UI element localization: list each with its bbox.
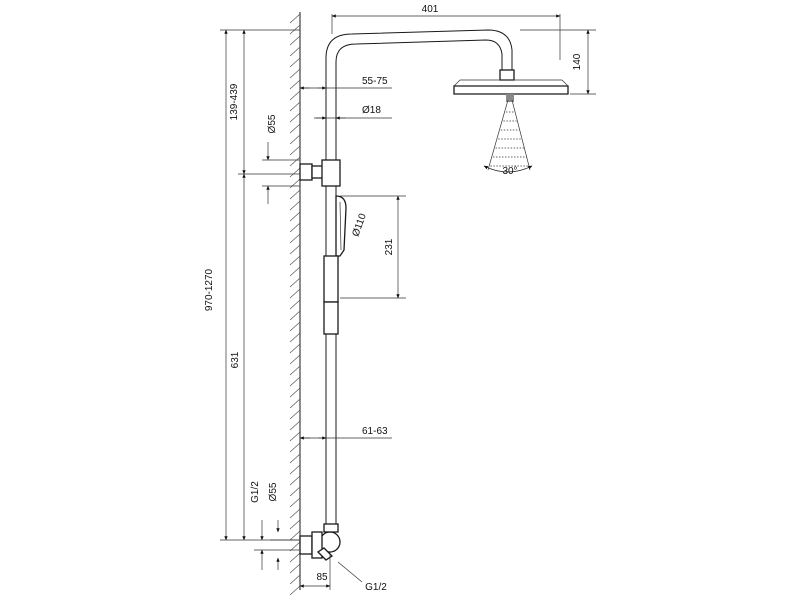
hatch-line (289, 497, 301, 508)
hatch-line (289, 453, 301, 464)
label-head-height: 140 (572, 53, 583, 70)
hatch-line (289, 464, 301, 475)
shower-head (453, 69, 569, 102)
hatch-line (289, 112, 301, 123)
hatch-line (289, 431, 301, 442)
label-arm-length: 401 (422, 4, 439, 15)
hatch-line (289, 68, 301, 79)
label-thread-left: G1/2 (250, 481, 261, 503)
hatch-line (289, 508, 301, 519)
hatch-line (289, 563, 301, 574)
label-spray-angle: 30° (502, 166, 517, 177)
hatch-line (289, 376, 301, 387)
label-bracket-diameter-bottom: Ø55 (268, 482, 279, 501)
hatch-line (289, 519, 301, 530)
hatch-line (289, 101, 301, 112)
shower-arm (325, 29, 513, 80)
hatch-line (289, 475, 301, 486)
hatch-line (289, 266, 301, 277)
hatch-line (289, 409, 301, 420)
hatch-line (289, 145, 301, 156)
hatch-line (289, 211, 301, 222)
hatch-line (289, 178, 301, 189)
dimension-lines (220, 14, 596, 590)
hatch-line (289, 46, 301, 57)
hatch-line (289, 13, 301, 24)
label-hand-shower-diameter: Ø110 (350, 212, 369, 238)
hatch-line (289, 156, 301, 167)
hatch-line (289, 24, 301, 35)
label-wall-offset-bottom: 61-63 (362, 426, 388, 437)
spray-cone (483, 99, 533, 173)
label-bottom-offset: 85 (316, 572, 328, 583)
label-top-range: 139-439 (229, 83, 240, 120)
wall-hatching (289, 13, 301, 596)
hatch-line (289, 585, 301, 596)
hatch-line (289, 233, 301, 244)
label-bracket-diameter-top: Ø55 (267, 114, 278, 133)
hatch-line (289, 79, 301, 90)
hatch-line (289, 354, 301, 365)
hatch-line (289, 387, 301, 398)
hatch-line (289, 420, 301, 431)
hatch-line (289, 321, 301, 332)
hatch-line (289, 288, 301, 299)
hatch-line (289, 200, 301, 211)
hatch-line (289, 541, 301, 552)
hatch-line (289, 486, 301, 497)
label-lower-length: 631 (230, 351, 241, 368)
label-total-height: 970-1270 (204, 268, 215, 311)
hatch-line (289, 255, 301, 266)
hatch-line (289, 332, 301, 343)
hatch-line (289, 530, 301, 541)
hand-shower (323, 195, 347, 335)
wall (289, 12, 301, 596)
hatch-line (289, 574, 301, 585)
hatch-line (289, 299, 301, 310)
hatch-line (289, 277, 301, 288)
lower-valve (254, 523, 341, 561)
hatch-line (289, 244, 301, 255)
hatch-line (289, 365, 301, 376)
hatch-line (289, 57, 301, 68)
label-wall-offset-top: 55-75 (362, 76, 388, 87)
hatch-line (289, 552, 301, 563)
upper-wall-bracket (238, 159, 341, 187)
label-thread-bottom: G1/2 (365, 582, 387, 593)
hatch-line (289, 189, 301, 200)
label-pipe-diameter: Ø18 (362, 105, 381, 116)
hatch-line (289, 343, 301, 354)
hatch-line (289, 442, 301, 453)
hatch-line (289, 123, 301, 134)
hatch-line (289, 167, 301, 178)
label-hand-shower-length: 231 (384, 238, 395, 255)
dimension-labels: 401 140 55-75 Ø18 139-439 Ø55 Ø110 231 9… (204, 4, 583, 593)
hatch-line (289, 398, 301, 409)
hatch-line (289, 35, 301, 46)
hatch-line (289, 222, 301, 233)
hatch-line (289, 134, 301, 145)
hatch-line (289, 90, 301, 101)
hatch-line (289, 310, 301, 321)
